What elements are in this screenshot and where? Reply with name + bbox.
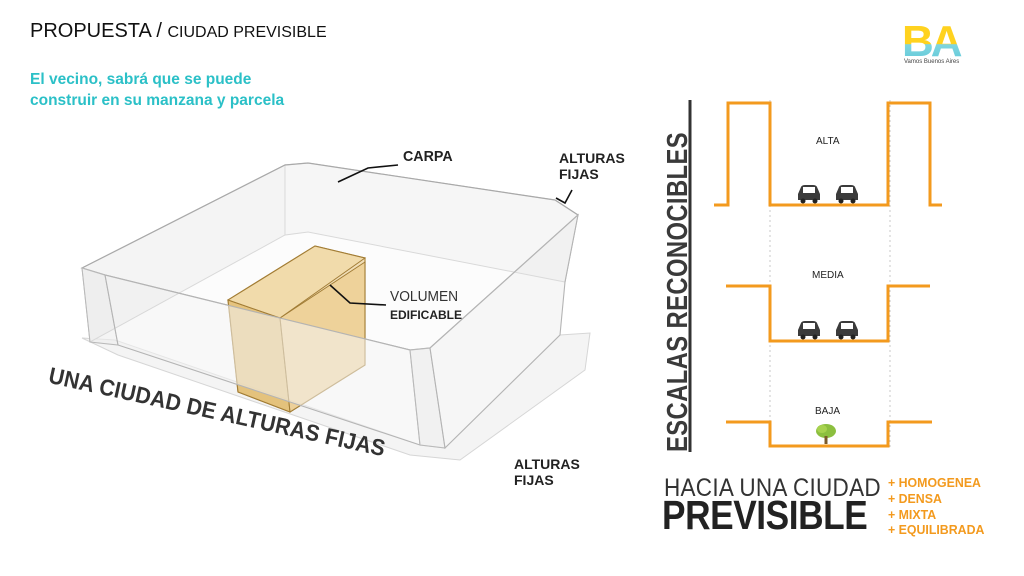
car-icon: [798, 185, 820, 204]
title-sub: CIUDAD PREVISIBLE: [167, 24, 327, 41]
level-label-baja: BAJA: [815, 406, 841, 417]
title-main: PROPUESTA: [30, 20, 151, 42]
car-icon: [836, 185, 858, 204]
label-alturas-bottom-line1: ALTURAS: [514, 456, 580, 472]
tree-icon: [816, 424, 836, 444]
label-alturas-top-line2: FIJAS: [559, 166, 599, 182]
car-icon: [798, 321, 820, 340]
front-right-wall: [429, 213, 579, 450]
logo-letters: BA: [902, 18, 962, 60]
subtitle-line-2: construir en su manzana y parcela: [30, 92, 285, 109]
footer-line-1: HACIA UNA CIUDAD: [664, 474, 881, 502]
subtitle-line-1: El vecino, sabrá que se puede: [30, 71, 252, 88]
attribute-equilibrada: + EQUILIBRADA: [888, 522, 985, 537]
attribute-densa: + DENSA: [888, 491, 942, 506]
logo-tagline: Vamos Buenos Aires: [904, 59, 960, 65]
volumen-leader-line: [329, 284, 387, 306]
profile-alta: [714, 101, 942, 207]
title-separator: /: [150, 20, 168, 42]
label-edificable: EDIFICABLE: [390, 308, 462, 322]
page-title: PROPUESTA / CIUDAD PREVISIBLE: [30, 20, 327, 43]
profile-baja: [726, 420, 932, 448]
carpa-leader-line: [337, 164, 399, 183]
ba-logo: BA: [902, 18, 965, 60]
volume-top-face: [226, 245, 367, 319]
alturas-leader-arrow: [555, 189, 573, 205]
attribute-mixta: + MIXTA: [888, 507, 937, 522]
label-alturas-fijas-top: ALTURAS FIJAS: [559, 150, 625, 182]
car-icon: [836, 321, 858, 340]
profile-media: [726, 284, 930, 343]
level-label-alta: ALTA: [816, 136, 840, 147]
label-carpa: CARPA: [403, 148, 453, 165]
footer-line-2: PREVISIBLE: [662, 492, 868, 538]
level-label-media: MEDIA: [812, 270, 844, 281]
label-volumen: VOLUMEN: [390, 289, 459, 305]
attribute-homogenea: + HOMOGENEA: [888, 475, 981, 490]
label-alturas-top-line1: ALTURAS: [559, 150, 625, 166]
subtitle: El vecino, sabrá que se puede construir …: [30, 69, 284, 111]
label-alturas-bottom-line2: FIJAS: [514, 472, 554, 486]
label-alturas-fijas-bottom: ALTURAS FIJAS: [514, 456, 580, 486]
